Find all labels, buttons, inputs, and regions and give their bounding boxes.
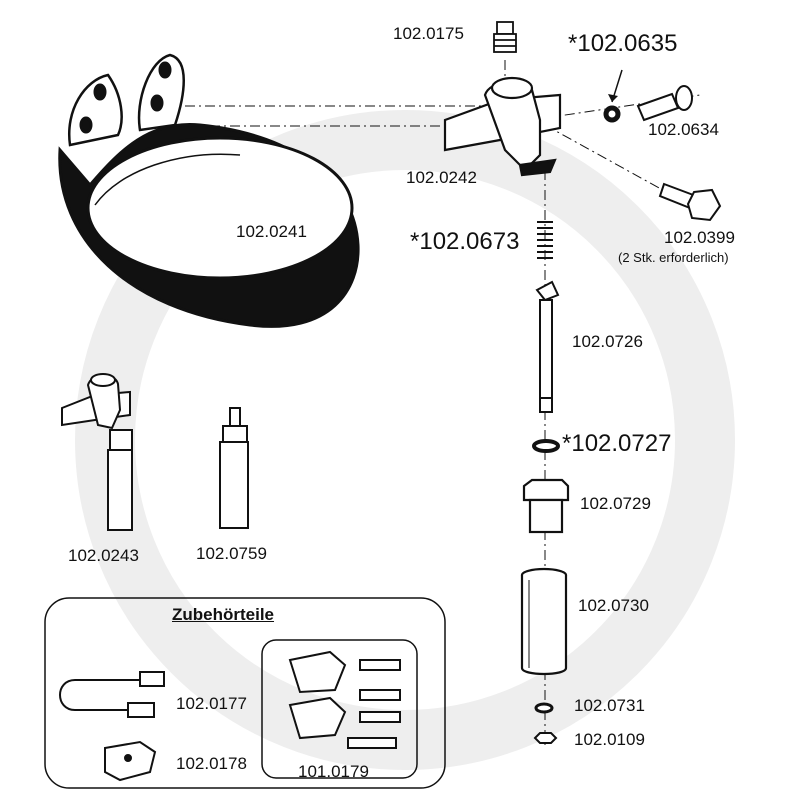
label-102-0399: 102.0399 — [664, 228, 735, 247]
label-102-0634: 102.0634 — [648, 120, 719, 139]
label-102-0759: 102.0759 — [196, 544, 267, 563]
label-102-0177: 102.0177 — [176, 694, 247, 713]
label-102-0726: 102.0726 — [572, 332, 643, 351]
label-102-0242: 102.0242 — [406, 168, 477, 187]
accessories-title: Zubehörteile — [172, 605, 275, 624]
label-102-0731: 102.0731 — [574, 696, 645, 715]
label-102-0243: 102.0243 — [68, 546, 139, 565]
label-102-0673: *102.0673 — [410, 228, 520, 255]
label-102-0727: *102.0727 — [562, 430, 672, 457]
watermark-logo — [75, 110, 735, 770]
nut-102-0729 — [522, 478, 570, 534]
bolt-102-0634 — [636, 85, 693, 122]
screw-102-0399 — [658, 182, 722, 222]
assembly-102-0759 — [219, 407, 249, 529]
o-ring-102-0635 — [603, 69, 623, 123]
accessories-box — [44, 597, 446, 789]
label-102-0399-note: (2 Stk. erforderlich) — [618, 250, 729, 265]
label-102-0109: 102.0109 — [574, 730, 645, 749]
label-102-0241: 102.0241 — [236, 222, 307, 241]
pin-102-0726 — [535, 280, 560, 413]
label-102-0178: 102.0178 — [176, 754, 247, 773]
washer-102-0731 — [534, 702, 554, 714]
tube-102-0730 — [520, 567, 568, 676]
spring-102-0673 — [537, 221, 553, 259]
u-bolt-102-0177 — [59, 671, 165, 718]
washer-102-0727 — [532, 439, 560, 453]
plug-102-0175 — [493, 21, 517, 53]
bracket-102-0178 — [104, 740, 157, 782]
label-102-0730: 102.0730 — [578, 596, 649, 615]
bowl-102-0241 — [58, 53, 360, 328]
assembly-102-0243 — [61, 373, 133, 531]
label-102-0635: *102.0635 — [568, 30, 678, 57]
kit-101-0179 — [288, 650, 401, 749]
label-102-0729: 102.0729 — [580, 494, 651, 513]
valve-body-102-0242 — [443, 76, 562, 177]
label-101-0179: 101.0179 — [298, 762, 369, 781]
kit-101-0179-box — [261, 639, 418, 779]
nut-102-0109 — [533, 732, 558, 744]
label-102-0175: 102.0175 — [393, 24, 464, 43]
